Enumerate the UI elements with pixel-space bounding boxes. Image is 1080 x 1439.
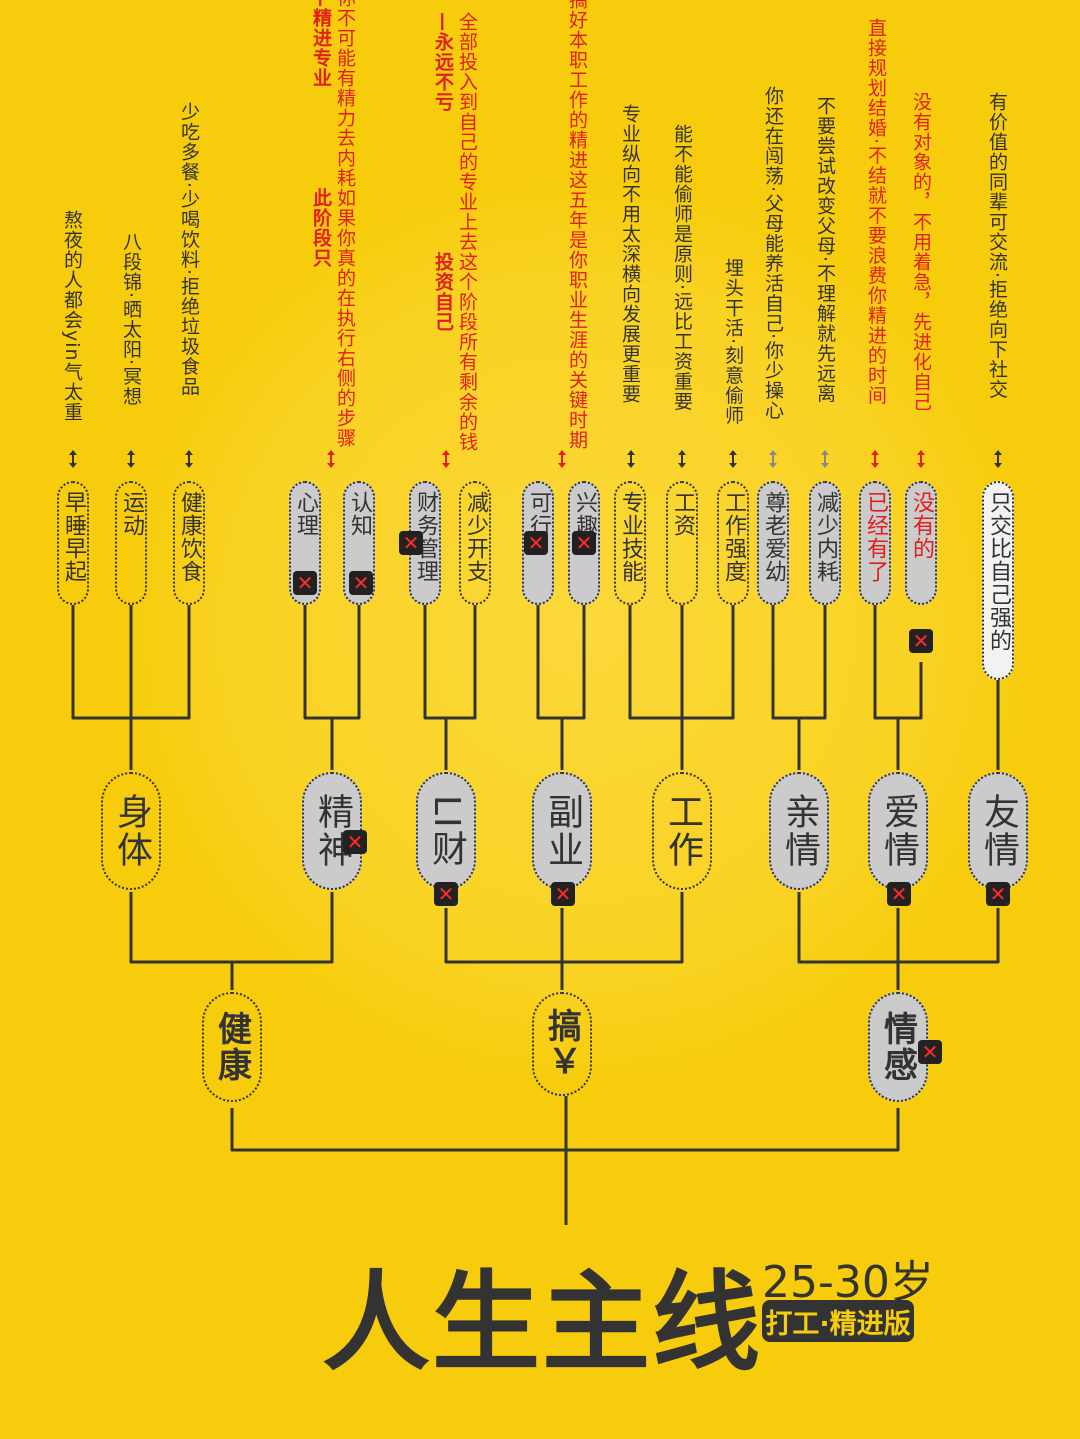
leaf-none: 没有的 <box>905 481 937 605</box>
cross-icon: ✕ <box>434 882 458 906</box>
cross-icon: ✕ <box>887 882 911 906</box>
cross-icon: ✕ <box>349 571 373 595</box>
age-range: 25-30岁 <box>762 1257 934 1308</box>
leaf-less-drain: 减少内耗 <box>809 481 841 605</box>
category-finance: LI财 <box>416 772 476 890</box>
leaf-sport: 运动 <box>115 481 147 605</box>
cross-icon: ✕ <box>293 571 317 595</box>
cross-icon: ✕ <box>909 629 933 653</box>
cross-icon: ✕ <box>986 882 1010 906</box>
leaf-respect: 尊老爱幼 <box>757 481 789 605</box>
connector-trunk <box>230 1096 900 1225</box>
connector-family <box>771 605 827 770</box>
connector-side <box>536 605 586 770</box>
cross-icon: ✕ <box>918 1040 942 1064</box>
background-glow <box>130 180 1030 1080</box>
connector-health <box>129 892 334 990</box>
arrow-icon <box>68 450 78 468</box>
note-spirit: 如果你真的在执行右侧的步骤此阶段只 你不可能有精力去内耗—精进专业 <box>310 0 356 448</box>
leaf-diet: 健康饮食 <box>173 481 205 605</box>
connector-finance <box>423 605 477 770</box>
note-salary: 能不能偷师是原则·远比工资重要 <box>671 124 693 412</box>
note-sleep: 熬夜的人都会yin气太重 <box>61 210 83 422</box>
category-body: 身体 <box>101 772 161 890</box>
note-none: 没有对象的，不用着急，先进化自己 <box>910 92 932 412</box>
note-skill: 专业纵向不用太深横向发展更重要 <box>619 104 641 404</box>
arrow-icon <box>916 450 926 468</box>
note-intensity: 埋头干活·刻意偷师 <box>722 258 744 426</box>
arrow-icon <box>326 450 336 468</box>
arrow-icon <box>626 450 636 468</box>
note-friend: 有价值的同辈可交流·拒绝向下社交 <box>986 92 1008 400</box>
category-love: 爱情 <box>868 772 928 890</box>
leaf-stronger-friends: 只交比自己强的 <box>982 481 1014 680</box>
arrow-icon <box>126 450 136 468</box>
leaf-skill: 专业技能 <box>614 481 646 605</box>
leaf-married: 已经有了 <box>859 481 891 605</box>
note-sport: 八段锦·晒太阳·冥想 <box>120 232 142 407</box>
arrow-icon <box>820 450 830 468</box>
leaf-cognition: 认知 <box>343 481 375 605</box>
cross-icon: ✕ <box>551 882 575 906</box>
leaf-salary: 工资 <box>666 481 698 605</box>
cross-icon: ✕ <box>572 531 596 555</box>
leaf-sleep: 早睡早起 <box>57 481 89 605</box>
note-finance: 这个阶段所有剩余的钱投资自己 全部投入到自己的专业上去—永远不亏 <box>432 12 478 452</box>
arrow-icon <box>993 450 1003 468</box>
arrow-icon <box>557 450 567 468</box>
note-diet: 少吃多餐·少喝饮料·拒绝垃圾食品 <box>178 102 200 397</box>
note-respect: 你还在闯荡·父母能养活自己·你少操心 <box>762 86 784 421</box>
note-married: 直接规划结婚·不结就不要浪费你精进的时间 <box>865 18 887 406</box>
root-health: 健康 <box>202 992 262 1102</box>
arrow-icon <box>677 450 687 468</box>
category-friendship: 友情 <box>968 772 1028 890</box>
connector-money <box>444 892 684 990</box>
leaf-cut-cost: 减少开支 <box>459 481 491 605</box>
connector-love <box>873 605 923 770</box>
connector-work <box>628 605 735 770</box>
note-less-drain: 不要尝试改变父母·不理解就先远离 <box>814 96 836 404</box>
cross-icon: ✕ <box>343 830 367 854</box>
connector-spirit <box>303 605 361 770</box>
arrow-icon <box>728 450 738 468</box>
cross-icon: ✕ <box>399 531 423 555</box>
arrow-icon <box>768 450 778 468</box>
leaf-intensity: 工作强度 <box>717 481 749 605</box>
main-title: 人生主线 <box>322 1261 763 1386</box>
cross-icon: ✕ <box>524 531 548 555</box>
connector-emotion <box>797 892 1000 990</box>
category-side-job: 副业 <box>532 772 592 890</box>
category-work: 工作 <box>652 772 712 890</box>
arrow-icon <box>184 450 194 468</box>
arrow-icon <box>441 450 451 468</box>
note-side: 这五年是你职业生涯的关键时期 搞副业不如搞好本职工作的精进 <box>566 0 588 450</box>
arrow-icon <box>870 450 880 468</box>
root-money: 搞￥ <box>532 992 592 1096</box>
category-family: 亲情 <box>769 772 829 890</box>
edition-badge: 打工·精进版 <box>762 1300 914 1342</box>
connector-body <box>71 605 191 770</box>
